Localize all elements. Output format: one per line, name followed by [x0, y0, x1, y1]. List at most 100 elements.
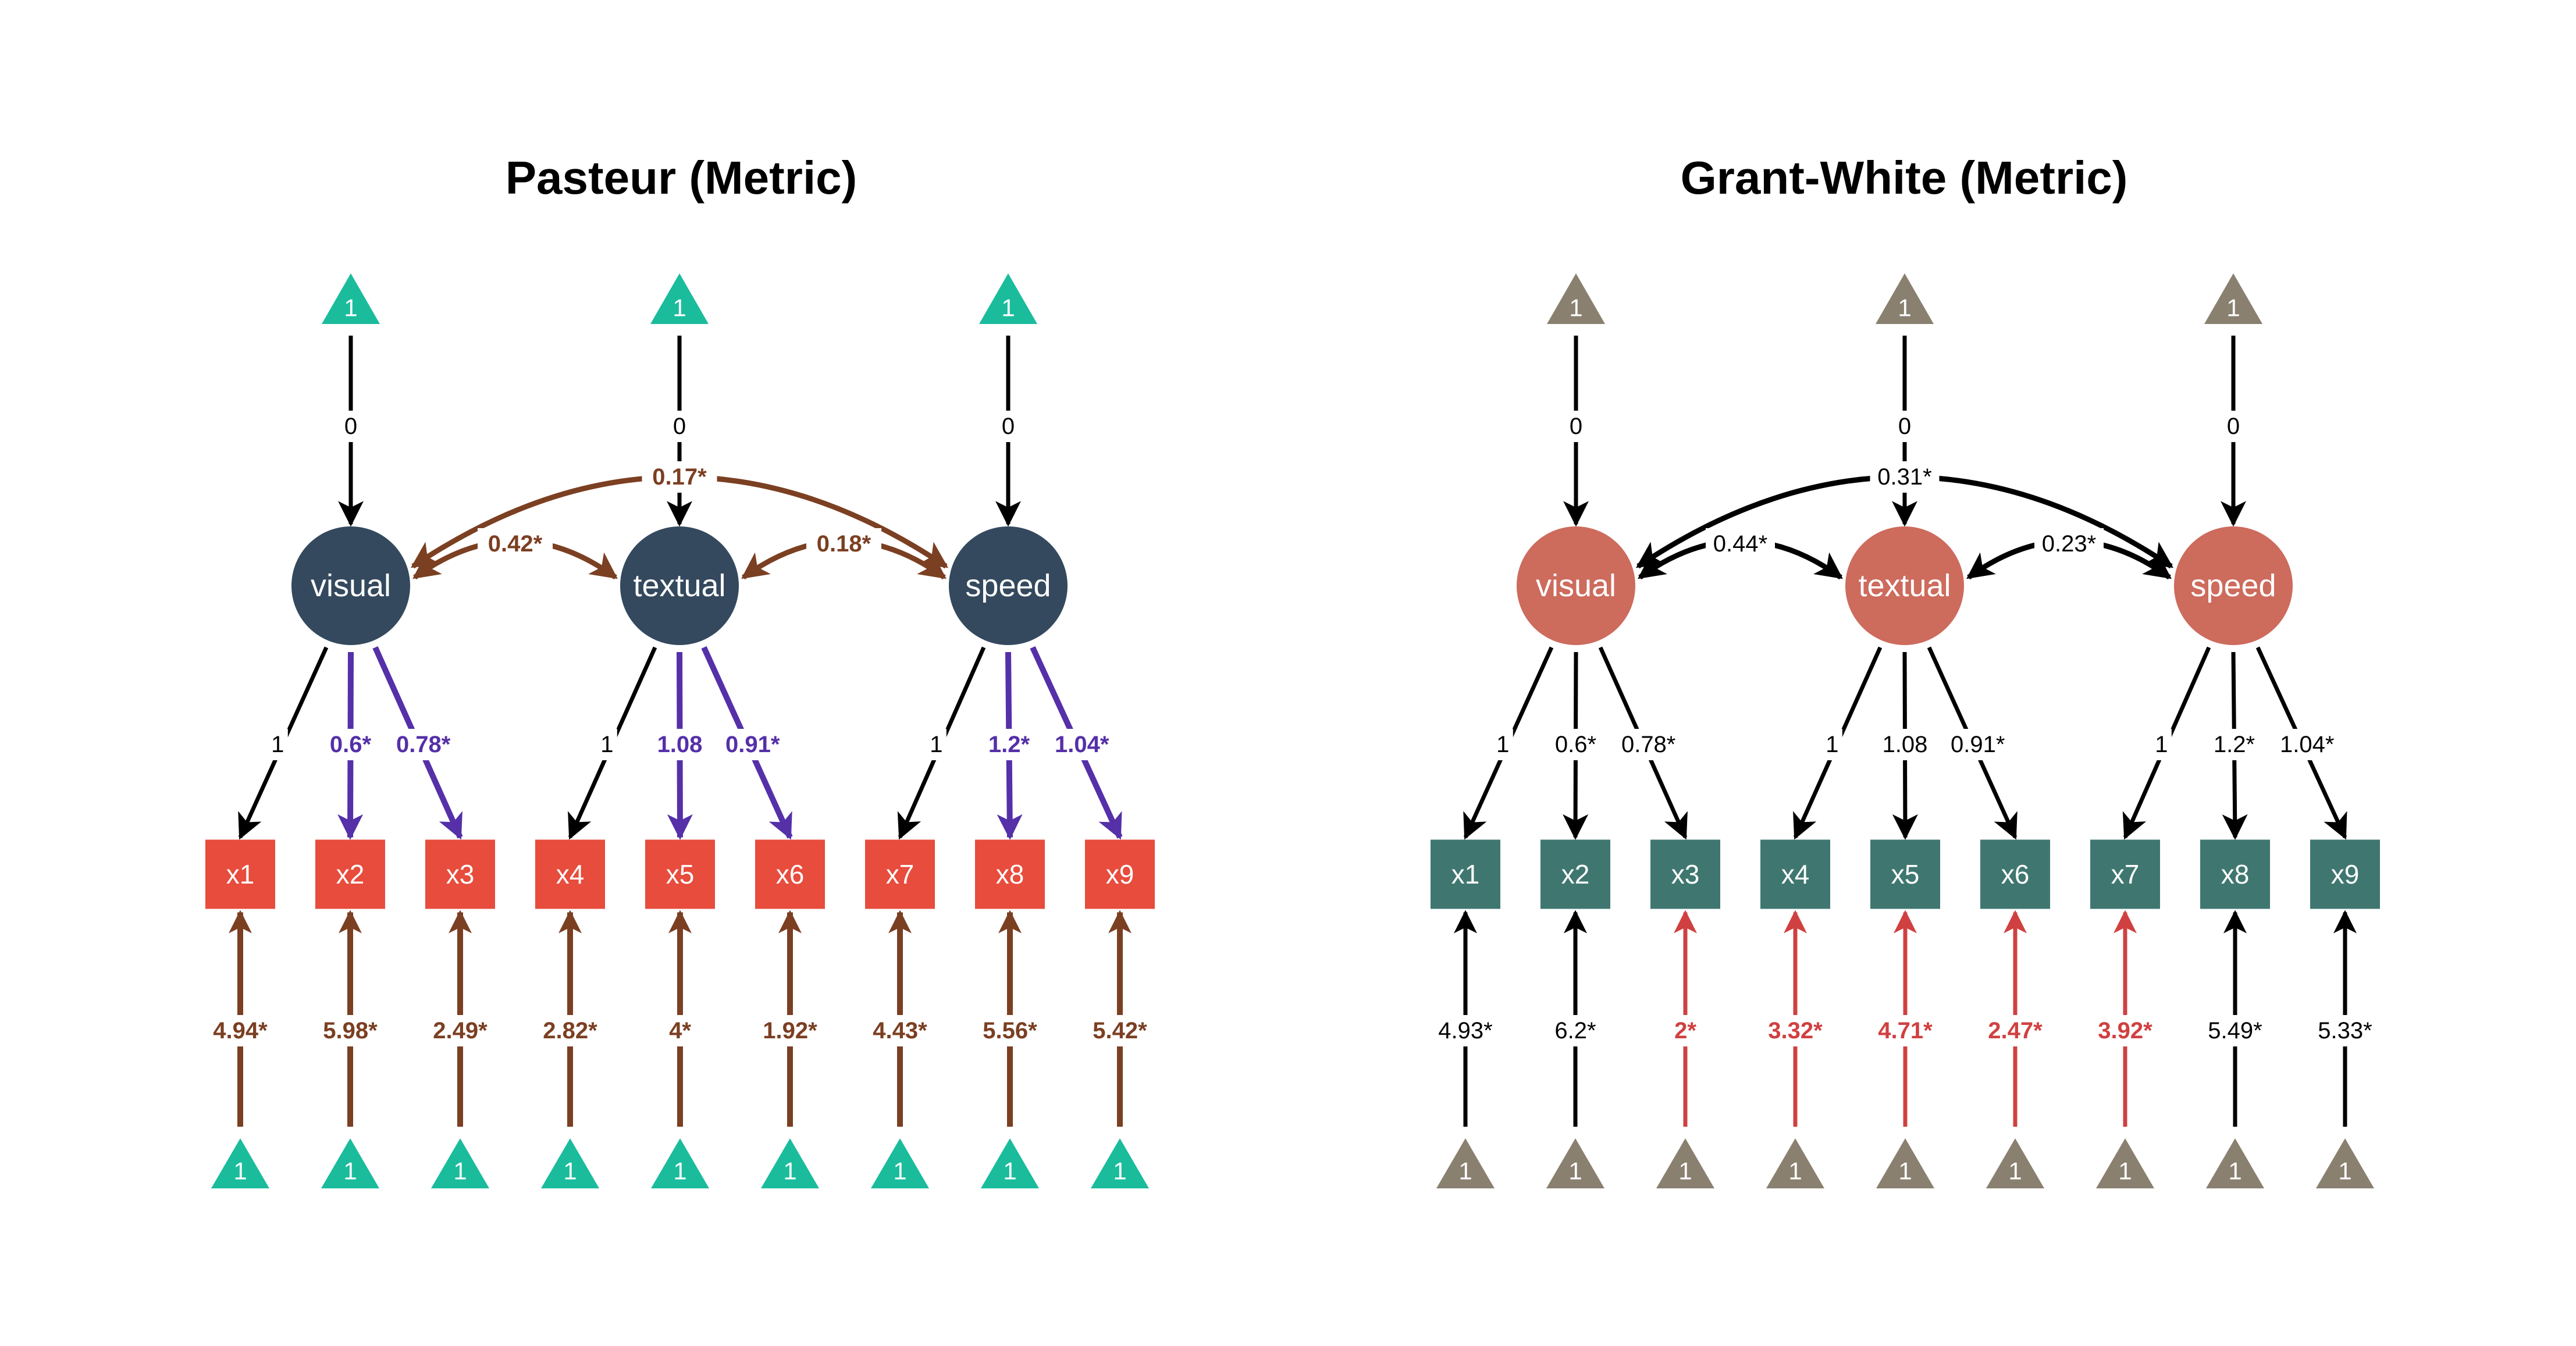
edge-label-background — [2223, 411, 2244, 442]
edge-label-background — [1870, 461, 1940, 493]
manifest-node-x9 — [1085, 839, 1155, 909]
edge-label-background — [1082, 1015, 1158, 1046]
intercept-triangle-label: 1 — [563, 1158, 577, 1185]
manifest-label: x9 — [2331, 859, 2360, 889]
edge-label-background — [2151, 729, 2172, 760]
edge-label-background — [1943, 729, 2013, 760]
edge-label-background — [998, 411, 1019, 442]
intercept-triangle-icon — [1876, 1138, 1934, 1188]
intercept-triangle-label: 1 — [1003, 1158, 1016, 1185]
edge-label-background — [2087, 1015, 2163, 1046]
manifest-label: x1 — [226, 859, 255, 889]
manifest-node-x7 — [2090, 839, 2160, 909]
loading-label-x3: 0.78* — [396, 732, 451, 757]
manifest-label: x8 — [996, 859, 1024, 889]
covariance-label-visual-textual: 0.44* — [1713, 531, 1767, 557]
intercept-triangle-icon — [431, 1138, 489, 1188]
manifest-label: x2 — [1561, 859, 1590, 889]
intercept-label-x7: 3.92* — [2098, 1018, 2152, 1044]
edge-label-background — [1431, 1015, 1500, 1046]
panel-title: Pasteur (Metric) — [506, 152, 858, 204]
edge-label-background — [319, 729, 382, 760]
intercept-triangle-icon — [321, 1138, 379, 1188]
manifest-label: x4 — [1781, 859, 1810, 889]
intercept-triangle-icon — [211, 1138, 269, 1188]
edge-label-background — [1044, 729, 1120, 760]
loading-label-x5: 1.08 — [657, 732, 703, 757]
latent-node-speed — [2174, 526, 2293, 645]
intercept-triangle-icon — [1876, 273, 1934, 324]
manifest-label: x5 — [1891, 859, 1920, 889]
intercept-triangle-icon — [322, 273, 380, 324]
edge-label-background — [2200, 1015, 2270, 1046]
intercept-triangle-label: 1 — [453, 1158, 467, 1185]
intercept-triangle-icon — [1091, 1138, 1149, 1188]
intercept-triangle-label: 1 — [893, 1158, 906, 1185]
edge-label-background — [312, 1015, 388, 1046]
intercept-label-x5: 4.71* — [1878, 1018, 1933, 1044]
edge-label-background — [478, 528, 553, 560]
edge-label-background — [978, 729, 1040, 760]
intercept-triangle-label: 1 — [1569, 294, 1582, 322]
mean-label-speed: 0 — [1002, 414, 1015, 439]
intercept-label-x3: 2.49* — [433, 1018, 488, 1044]
intercept-label-x1: 4.93* — [1438, 1018, 1492, 1044]
edge-label-background — [422, 1015, 498, 1046]
intercept-triangle-label: 1 — [2008, 1158, 2022, 1185]
edge-label-background — [596, 729, 617, 760]
loading-label-x5: 1.08 — [1883, 732, 1928, 757]
latent-label: textual — [633, 568, 725, 603]
manifest-node-x9 — [2310, 839, 2380, 909]
intercept-triangle-icon — [2316, 1138, 2374, 1188]
latent-label: visual — [1536, 568, 1616, 603]
intercept-triangle-icon — [761, 1138, 819, 1188]
manifest-node-x3 — [425, 839, 495, 909]
loading-label-x6: 0.91* — [725, 732, 780, 757]
loading-label-x7: 1 — [930, 732, 942, 757]
latent-label: speed — [965, 568, 1051, 603]
edge-label-background — [1867, 1015, 1943, 1046]
mean-label-visual: 0 — [1570, 414, 1582, 439]
edge-label-background — [386, 729, 461, 760]
manifest-label: x4 — [556, 859, 585, 889]
edge-label-background — [2272, 729, 2342, 760]
intercept-triangle-label: 1 — [1788, 1158, 1802, 1185]
panel-title: Grant-White (Metric) — [1681, 152, 2128, 204]
edge-label-background — [2310, 1015, 2380, 1046]
intercept-triangle-label: 1 — [2338, 1158, 2351, 1185]
intercept-triangle-label: 1 — [1113, 1158, 1126, 1185]
manifest-node-x6 — [755, 839, 825, 909]
mean-label-textual: 0 — [673, 414, 686, 439]
edge-label-background — [2205, 729, 2263, 760]
intercept-triangle-icon — [651, 1138, 709, 1188]
manifest-node-x4 — [1760, 839, 1830, 909]
latent-label: textual — [1858, 568, 1951, 603]
intercept-triangle-label: 1 — [233, 1158, 247, 1185]
latent-label: speed — [2190, 568, 2276, 603]
intercept-triangle-icon — [541, 1138, 599, 1188]
intercept-triangle-icon — [1547, 273, 1605, 324]
edge-label-background — [2034, 528, 2104, 560]
intercept-label-x8: 5.56* — [983, 1018, 1037, 1044]
loading-label-x3: 0.78* — [1621, 732, 1675, 757]
latent-node-textual — [1845, 526, 1964, 645]
loading-label-x2: 0.6* — [330, 732, 372, 757]
edge-label-background — [972, 1015, 1048, 1046]
intercept-triangle-label: 1 — [1898, 1158, 1912, 1185]
intercept-label-x8: 5.49* — [2208, 1018, 2262, 1044]
mean-label-textual: 0 — [1898, 414, 1911, 439]
intercept-triangle-icon — [1546, 1138, 1604, 1188]
manifest-node-x8 — [2200, 839, 2270, 909]
intercept-label-x6: 1.92* — [763, 1018, 817, 1044]
edge-label-background — [1757, 1015, 1833, 1046]
manifest-node-x5 — [1870, 839, 1940, 909]
intercept-label-x4: 3.32* — [1768, 1018, 1823, 1044]
intercept-triangle-label: 1 — [1001, 294, 1015, 322]
edge-label-background — [202, 1015, 278, 1046]
intercept-triangle-label: 1 — [1678, 1158, 1692, 1185]
covariance-label-textual-speed: 0.18* — [817, 531, 871, 557]
